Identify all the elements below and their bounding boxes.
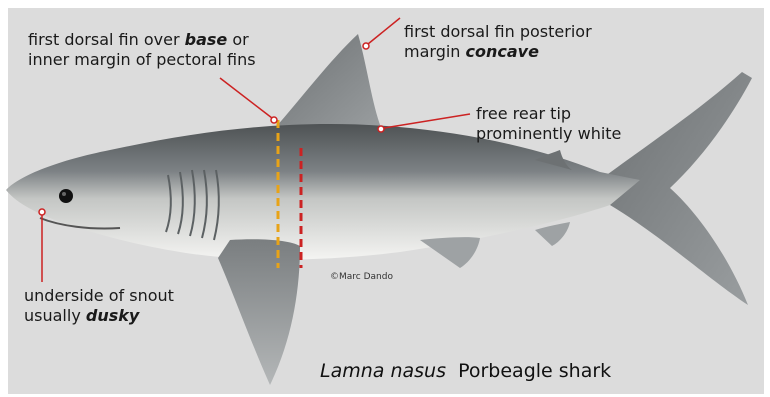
annotation-emphasis: concave: [466, 42, 539, 61]
eye: [59, 189, 73, 203]
annotation-emphasis: base: [185, 30, 228, 49]
artist-credit: ©Marc Dando: [330, 272, 393, 282]
pectoral-fin: [218, 239, 300, 385]
annotation-text: or: [227, 30, 248, 49]
annotation-posterior-margin: first dorsal fin posterior margin concav…: [404, 22, 592, 62]
anal-fin: [535, 222, 570, 246]
annotation-text: first dorsal fin posterior: [404, 22, 592, 41]
annotation-text: underside of snout: [24, 286, 174, 305]
annotation-dorsal-over: first dorsal fin over base or inner marg…: [28, 30, 256, 70]
species-caption: Lamna nasus Porbeagle shark: [320, 360, 611, 382]
annotation-text: prominently white: [476, 124, 621, 143]
annotation-text: inner margin of pectoral fins: [28, 50, 256, 69]
annotation-text: usually: [24, 306, 86, 325]
annotation-text: first dorsal fin over: [28, 30, 185, 49]
annotation-text: margin: [404, 42, 466, 61]
annotation-emphasis: dusky: [86, 306, 139, 325]
common-name: Porbeagle shark: [458, 360, 611, 382]
pelvic-fin: [420, 237, 480, 268]
species-name: Lamna nasus: [320, 360, 446, 382]
annotation-rear-tip: free rear tip prominently white: [476, 104, 621, 144]
annotation-text: free rear tip: [476, 104, 571, 123]
annotation-snout: underside of snout usually dusky: [24, 286, 174, 326]
